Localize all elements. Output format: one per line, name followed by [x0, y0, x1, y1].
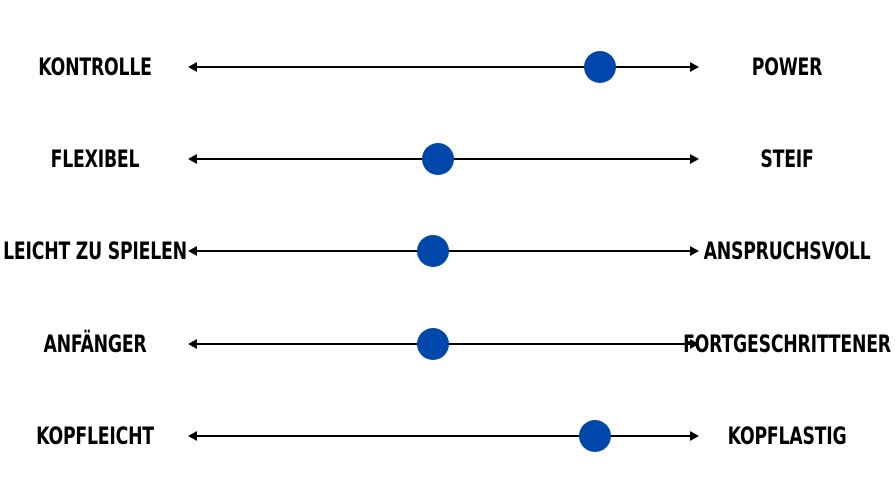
slider-track — [190, 435, 696, 437]
arrow-left-icon — [188, 62, 197, 72]
arrow-left-icon — [188, 431, 197, 441]
right-label: FORTGESCHRITTENER — [683, 330, 891, 358]
right-label: ANSPRUCHSVOLL — [703, 237, 871, 265]
slider-row-control-power: KONTROLLE POWER — [0, 37, 896, 97]
slider-knob[interactable] — [583, 51, 616, 83]
left-label: FLEXIBEL — [50, 145, 140, 173]
arrow-right-icon — [690, 62, 699, 72]
slider-row-flexible-stiff: FLEXIBEL STEIF — [0, 129, 896, 189]
right-label: STEIF — [760, 145, 814, 173]
arrow-right-icon — [690, 246, 699, 256]
slider-track — [190, 66, 696, 68]
arrow-left-icon — [188, 154, 197, 164]
arrow-right-icon — [690, 431, 699, 441]
left-label: KONTROLLE — [38, 53, 152, 81]
slider-row-beginner-advanced: ANFÄNGER FORTGESCHRITTENER — [0, 314, 896, 374]
arrow-right-icon — [690, 339, 699, 349]
right-label: KOPFLASTIG — [727, 422, 847, 450]
slider-row-easy-demanding: LEICHT ZU SPIELEN ANSPRUCHSVOLL — [0, 221, 896, 281]
arrow-left-icon — [188, 339, 197, 349]
arrow-right-icon — [690, 154, 699, 164]
slider-knob[interactable] — [416, 235, 449, 267]
slider-knob[interactable] — [416, 328, 449, 360]
slider-knob[interactable] — [421, 143, 454, 175]
arrow-left-icon — [188, 246, 197, 256]
right-label: POWER — [751, 53, 823, 81]
left-label: LEICHT ZU SPIELEN — [3, 237, 187, 265]
slider-knob[interactable] — [578, 420, 611, 452]
slider-row-headlight-headheavy: KOPFLEICHT KOPFLASTIG — [0, 406, 896, 466]
left-label: KOPFLEICHT — [36, 422, 154, 450]
left-label: ANFÄNGER — [43, 330, 147, 358]
